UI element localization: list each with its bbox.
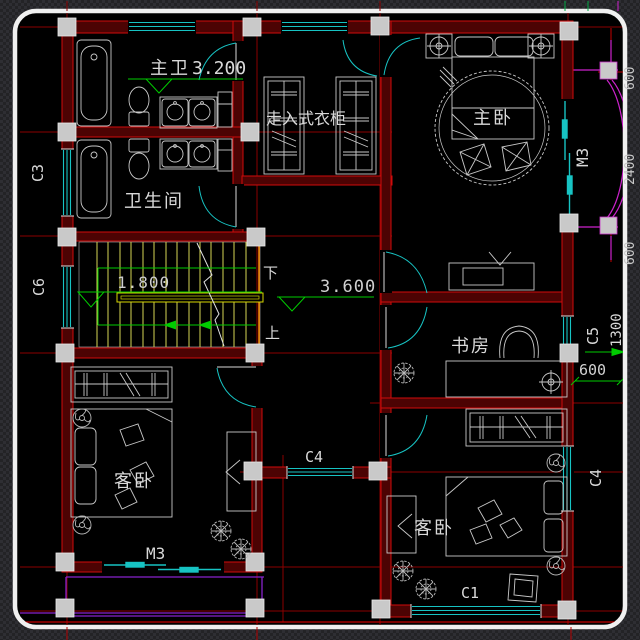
label-hall-level: 3.600 (320, 277, 376, 297)
window-top-closet (282, 21, 347, 32)
label-guest-bedroom-right: 客卧 (414, 518, 454, 539)
guest-bedroom-right-furniture (386, 408, 568, 603)
master-bath-fixtures (76, 39, 233, 129)
level-1800 (76, 291, 262, 308)
level-3600 (277, 296, 374, 312)
edge-dim-top: 600 (623, 67, 638, 90)
label-window-c4-mid: C4 (305, 448, 323, 466)
window-c6 (62, 267, 72, 327)
stair-break-line (196, 242, 225, 347)
label-stair-down: 下 (263, 264, 278, 282)
label-guest-bedroom-left: 客卧 (114, 471, 154, 492)
study-furniture (393, 325, 568, 398)
door-closet-master-right (383, 37, 421, 76)
label-window-c4-right: C4 (587, 469, 605, 487)
door-master-bedroom (383, 251, 428, 294)
walk-in-closet-wardrobes (263, 76, 377, 175)
label-window-c6: C6 (30, 278, 48, 296)
edge-dimension-text: 600 2400 600 (623, 67, 638, 265)
label-master-bath: 主卫 (150, 58, 190, 79)
label-dim-1300: 1300 (609, 313, 625, 347)
label-master-bedroom: 主卧 (473, 108, 513, 129)
stair-handrail (116, 292, 264, 303)
label-master-bath-level: 3.200 (192, 58, 246, 79)
label-window-c3: C3 (29, 164, 47, 182)
door-closet-master-left (342, 39, 378, 77)
master-bedroom-furniture (425, 33, 555, 291)
sliding-door-m3-right (561, 101, 573, 214)
level-annotations (76, 78, 623, 386)
staircase (78, 241, 264, 348)
window-c1 (412, 605, 540, 616)
label-stair-level: 1.800 (117, 273, 170, 292)
bathroom-fixtures (76, 138, 233, 219)
label-dim-600: 600 (579, 361, 606, 379)
window-top-left (129, 21, 195, 32)
door-bathroom (198, 185, 237, 228)
window-c3 (62, 150, 72, 215)
label-closet: 走入式衣柜 (266, 109, 346, 128)
drawing-frame (12, 8, 628, 630)
level-3200 (128, 78, 243, 94)
edge-dim-bottom: 600 (623, 242, 638, 265)
swing-doors (198, 37, 428, 457)
label-door-m3-bottom: M3 (146, 544, 165, 563)
stair-arrow (198, 320, 211, 330)
guest-bedroom-left-furniture (70, 366, 257, 560)
stair-direction-path (97, 267, 256, 326)
label-bathroom: 卫生间 (124, 191, 184, 212)
label-study: 书房 (451, 336, 491, 357)
labels: 主卫 3.200 卫生间 走入式衣柜 主卧 书房 客卧 客卧 1.800 3.6… (29, 58, 625, 602)
dim-600-lines (570, 347, 623, 386)
label-window-c5: C5 (584, 327, 602, 345)
window-c4-mid (288, 467, 352, 477)
axis-stubs-outside (66, 1, 619, 640)
door-study (385, 306, 428, 349)
door-master-bath (198, 42, 237, 81)
structural-columns (55, 16, 618, 620)
door-guest-right (385, 414, 428, 457)
label-window-c1: C1 (461, 584, 479, 602)
door-guest-left (216, 366, 257, 408)
edge-dim-mid: 2400 (623, 154, 638, 185)
stair-arrow (163, 320, 176, 330)
sliding-door-m3-bottom (104, 561, 221, 573)
label-stair-up: 上 (265, 324, 280, 342)
label-door-m3-right: M3 (573, 148, 592, 167)
